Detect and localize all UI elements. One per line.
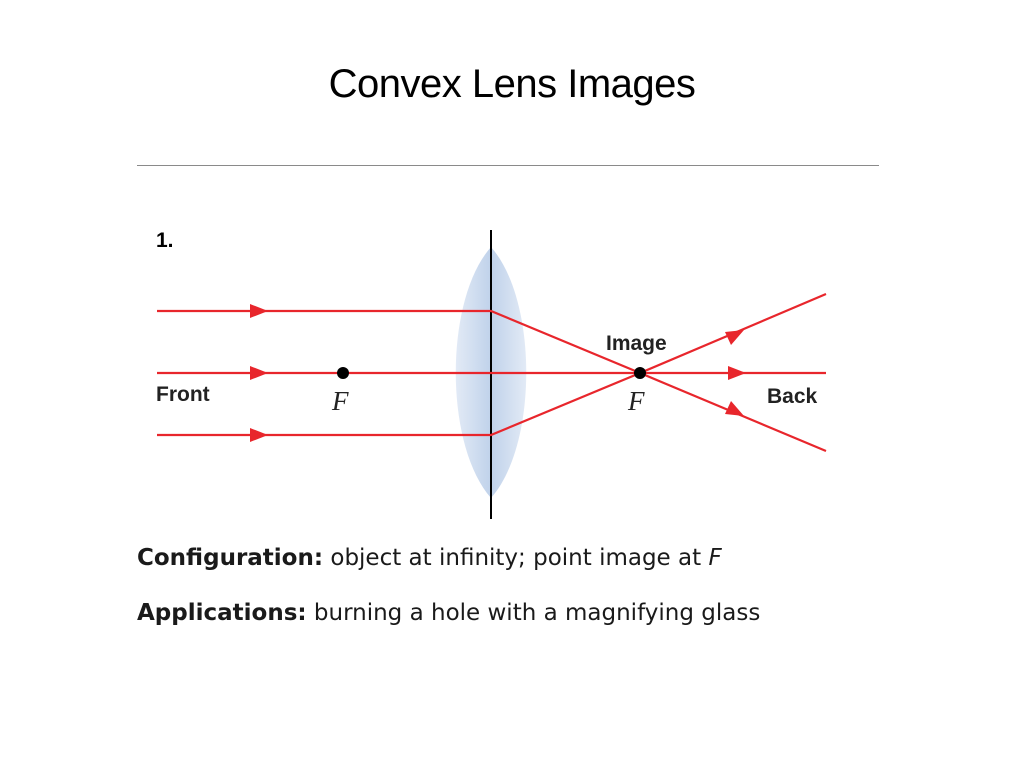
applications-caption: Applications: burning a hole with a magn…: [137, 600, 760, 626]
configuration-caption: Configuration: object at infinity; point…: [137, 545, 722, 571]
front-label: Front: [156, 383, 210, 406]
arrowhead-axis-front: [250, 366, 268, 380]
back-label: Back: [767, 385, 818, 408]
ray-arrowheads: [250, 304, 746, 442]
arrowhead-upper-front: [250, 304, 268, 318]
applications-label: Applications:: [137, 600, 307, 626]
configuration-text: object at infinity; point image at: [323, 545, 709, 571]
arrowhead-lower-front: [250, 428, 268, 442]
focal-label-front: F: [331, 386, 349, 416]
configuration-label: Configuration:: [137, 545, 324, 571]
diagram-number: 1.: [156, 229, 174, 252]
title-divider: [137, 165, 879, 166]
focal-point-front-dot: [337, 367, 349, 379]
arrowhead-lower-back: [725, 401, 744, 416]
image-label: Image: [606, 332, 667, 355]
applications-text: burning a hole with a magnifying glass: [306, 600, 761, 626]
arrowhead-axis-back: [728, 366, 746, 380]
slide-title: Convex Lens Images: [328, 62, 696, 106]
configuration-symbol: F: [708, 545, 722, 571]
focal-label-back: F: [627, 386, 645, 416]
arrowhead-upper-back: [725, 330, 744, 345]
focal-point-back-dot: [634, 367, 646, 379]
